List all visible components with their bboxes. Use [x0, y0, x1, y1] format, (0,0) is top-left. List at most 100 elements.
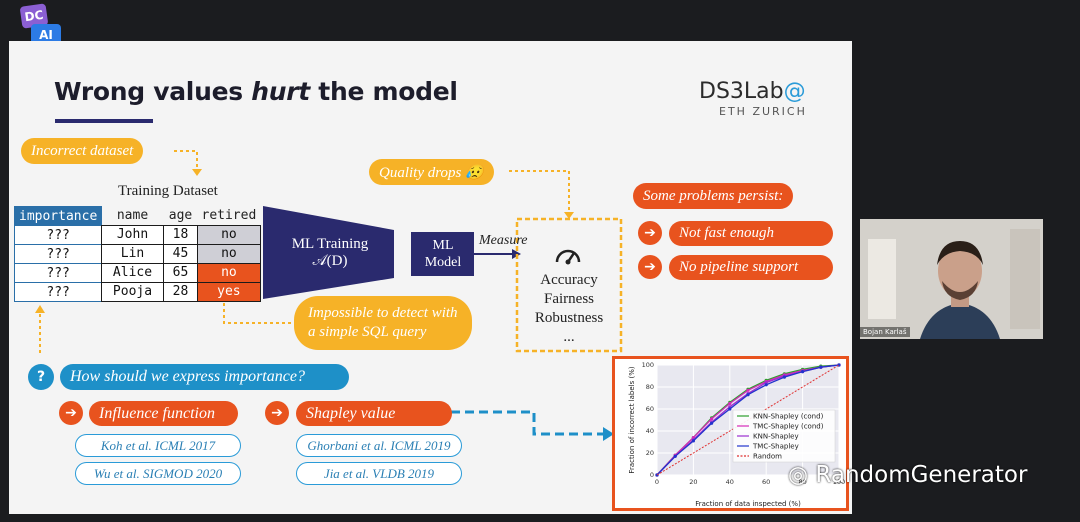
- cell-name: Pooja: [101, 281, 164, 302]
- participant-name: Bojan Karlaš: [860, 327, 910, 337]
- watermark-text: RandomGenerator: [815, 462, 1028, 488]
- reference-link[interactable]: Koh et al. ICML 2017: [75, 434, 241, 457]
- y-tick-label: 100: [642, 361, 654, 369]
- metrics-list: Accuracy Fairness Robustness ...: [517, 271, 621, 347]
- influence-function-label: Influence function: [89, 401, 238, 426]
- data-point: [710, 417, 714, 421]
- y-tick-label: 60: [646, 405, 654, 413]
- importance-cell: ???: [13, 282, 103, 302]
- data-point: [764, 381, 768, 385]
- column-header-retired: retired: [201, 207, 257, 223]
- arrow-right-icon: ➔: [638, 221, 662, 245]
- cell-name: Lin: [101, 243, 164, 264]
- legend-label: TMC-Shapley (cond): [752, 423, 824, 431]
- impossible-line-2: a simple SQL query: [308, 324, 427, 340]
- cell-name: Alice: [101, 262, 164, 283]
- training-dataset-title: Training Dataset: [118, 183, 218, 199]
- table-row: Alice 65 no: [101, 262, 261, 283]
- cell-age: 45: [163, 243, 198, 264]
- x-tick-label: 0: [655, 478, 659, 486]
- measure-label: Measure: [479, 233, 528, 248]
- presentation-slide: Wrong values hurt the model DS3Lab@ ETH …: [9, 41, 852, 514]
- gauge-icon: [555, 249, 581, 265]
- y-tick-label: 80: [646, 383, 654, 391]
- data-point: [819, 365, 823, 369]
- x-tick-label: 80: [798, 478, 806, 486]
- data-point: [691, 439, 695, 443]
- importance-cell: ???: [13, 244, 103, 264]
- arrow-right-icon: ➔: [59, 401, 83, 425]
- legend-box: [732, 409, 836, 463]
- quality-drops-label: Quality drops 😥: [369, 159, 494, 185]
- metric-fairness: Fairness: [544, 291, 594, 307]
- some-problems-label: Some problems persist:: [633, 183, 794, 209]
- table-row: John 18 no: [101, 224, 261, 245]
- reference-link[interactable]: Wu et al. SIGMOD 2020: [75, 462, 241, 485]
- y-tick-label: 20: [646, 449, 654, 457]
- cell-name: John: [101, 224, 164, 245]
- title-underline: [55, 119, 153, 123]
- cell-age: 65: [163, 262, 198, 283]
- brand-subtitle: ETH ZURICH: [719, 105, 807, 118]
- data-point: [764, 383, 768, 387]
- slide-title: Wrong values hurt the model: [54, 77, 458, 106]
- impossible-line-1: Impossible to detect with: [308, 305, 458, 321]
- ml-training-formula: 𝒜(D): [312, 253, 348, 269]
- x-tick-label: 100: [833, 478, 845, 486]
- metric-robustness: Robustness: [534, 310, 604, 326]
- ml-training-label: ML Training: [291, 236, 369, 252]
- cell-retired: no: [197, 224, 261, 245]
- x-tick-label: 20: [689, 478, 697, 486]
- webcam-video: Bojan Karlaš: [860, 219, 1043, 339]
- data-point: [782, 375, 786, 379]
- cell-age: 28: [163, 281, 198, 302]
- y-tick-label: 0: [650, 471, 654, 479]
- column-header-age: age: [168, 207, 193, 223]
- impossible-sql-label: Impossible to detect with a simple SQL q…: [294, 296, 472, 350]
- incorrect-dataset-label: Incorrect dataset: [21, 138, 144, 164]
- x-axis-label: Fraction of data inspected (%): [695, 500, 801, 508]
- arrow-right-icon: ➔: [265, 401, 289, 425]
- y-axis-label: Fraction of incorrect labels (%): [628, 366, 636, 473]
- legend-label: Random: [753, 453, 782, 461]
- legend-label: TMC-Shapley: [752, 443, 799, 451]
- cell-retired-wrong: yes: [197, 281, 261, 302]
- reference-link[interactable]: Jia et al. VLDB 2019: [296, 462, 462, 485]
- x-tick-label: 40: [726, 478, 734, 486]
- not-fast-label: Not fast enough: [669, 221, 833, 246]
- cell-age: 18: [163, 224, 198, 245]
- no-pipeline-label: No pipeline support: [669, 255, 833, 280]
- cell-retired-wrong: no: [197, 262, 261, 283]
- metric-accuracy: Accuracy: [540, 272, 598, 288]
- connectors: [35, 150, 623, 441]
- importance-cell: ???: [13, 263, 103, 283]
- watermark: ◎ RandomGenerator: [788, 462, 1027, 488]
- person-silhouette-icon: [860, 219, 1043, 339]
- how-express-label: How should we express importance?: [60, 364, 349, 390]
- training-dataset-table: name age retired John 18 no Lin 45 no Al…: [101, 206, 261, 302]
- ml-training-block: ML Training 𝒜(D): [275, 236, 385, 270]
- ml-model-block: ML Model: [424, 238, 462, 270]
- data-point: [746, 388, 750, 392]
- data-point: [728, 401, 732, 406]
- data-point: [801, 370, 805, 374]
- reference-link[interactable]: Ghorbani et al. ICML 2019: [296, 434, 462, 457]
- table-row: Lin 45 no: [101, 243, 261, 264]
- legend-label: KNN-Shapley (cond): [753, 413, 824, 421]
- logo-ai: AI: [31, 24, 61, 46]
- data-point: [710, 421, 714, 425]
- data-point: [746, 393, 750, 397]
- column-header-name: name: [116, 207, 149, 223]
- legend-label: KNN-Shapley: [753, 433, 799, 441]
- metric-more: ...: [563, 329, 575, 345]
- data-point: [673, 454, 677, 458]
- brand-logo: DS3Lab@: [699, 79, 806, 104]
- wechat-icon: ◎: [788, 462, 816, 488]
- x-tick-label: 60: [762, 478, 770, 486]
- arrow-right-icon: ➔: [638, 255, 662, 279]
- y-tick-label: 40: [646, 427, 654, 435]
- importance-cell: ???: [13, 225, 103, 245]
- data-point: [728, 407, 732, 411]
- importance-table: importance ??? ??? ??? ???: [13, 206, 103, 302]
